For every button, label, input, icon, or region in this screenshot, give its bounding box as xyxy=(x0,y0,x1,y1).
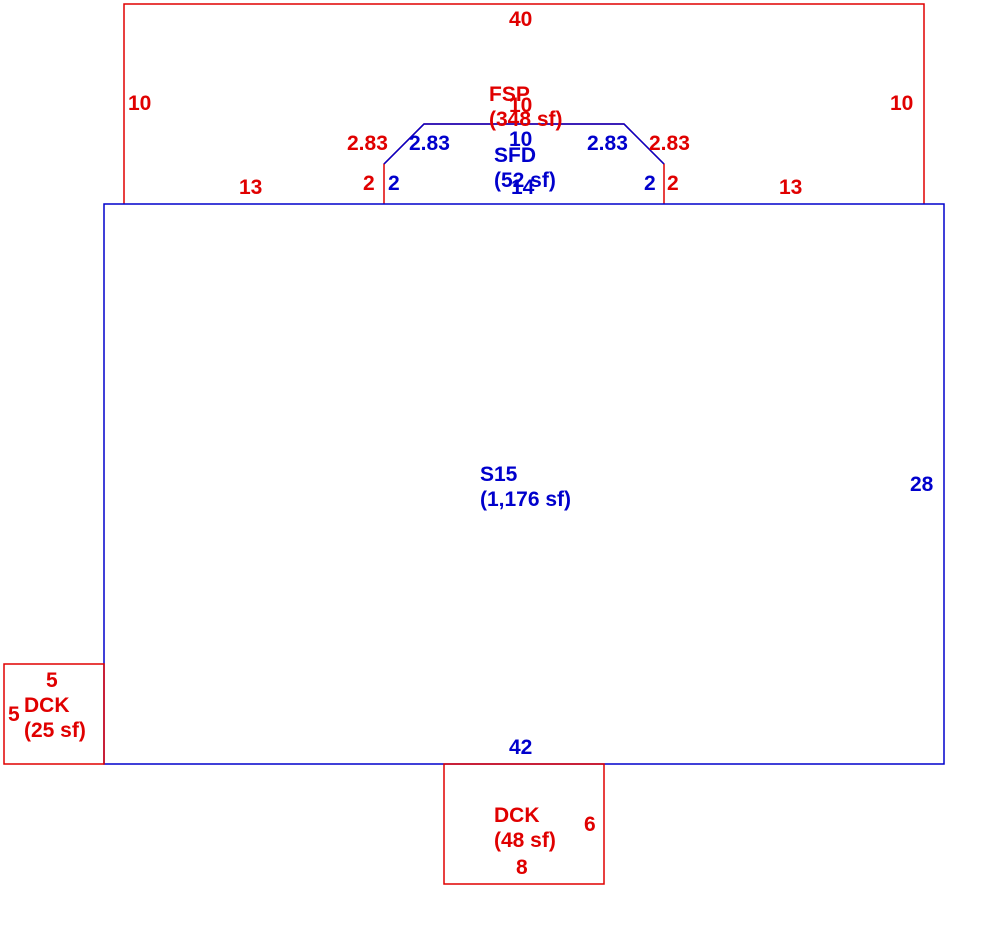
main-code-label: S15 xyxy=(480,463,518,486)
sfd-code-label: SFD xyxy=(494,144,536,167)
fsp-bottom-left-dim: 13 xyxy=(239,176,262,199)
sfd-area-label: (52 sf) xyxy=(494,169,556,192)
sfd-diag-left-dim: 2.83 xyxy=(409,132,450,155)
fsp-top-dim: 40 xyxy=(509,8,532,31)
sfd-diag-right-dim: 2.83 xyxy=(587,132,628,155)
sfd-side-left-dim: 2 xyxy=(388,172,400,195)
sfd-bottom-dim: 14 xyxy=(511,176,535,199)
deck-bottom-outline xyxy=(443,763,605,885)
deck-left-outline xyxy=(3,663,105,765)
fsp-right-dim: 10 xyxy=(890,92,913,115)
fsp-bay-top-dim: 10 xyxy=(509,94,532,117)
deck-bottom-area-label: (48 sf) xyxy=(494,829,556,852)
deck-left-top-dim: 5 xyxy=(46,669,58,692)
deck-left-code-label: DCK xyxy=(24,694,70,717)
fsp-left-dim: 10 xyxy=(128,92,151,115)
deck-bottom-right-dim: 6 xyxy=(584,813,596,836)
fsp-side-right-dim: 2 xyxy=(667,172,679,195)
fsp-code-label: FSP xyxy=(489,83,530,106)
fsp-area-label: (348 sf) xyxy=(489,108,563,131)
deck-bottom-code-label: DCK xyxy=(494,804,540,827)
sfd-outline xyxy=(383,123,665,165)
fsp-bottom-right-dim: 13 xyxy=(779,176,802,199)
fsp-side-left-dim: 2 xyxy=(363,172,375,195)
sfd-side-right-dim: 2 xyxy=(644,172,656,195)
main-bottom-dim: 42 xyxy=(509,736,532,759)
deck-left-area-label: (25 sf) xyxy=(24,719,86,742)
fsp-diag-left-dim: 2.83 xyxy=(347,132,388,155)
deck-left-side-dim: 5 xyxy=(8,703,20,726)
main-right-dim: 28 xyxy=(910,473,934,496)
fsp-outline xyxy=(123,3,925,204)
fsp-diag-right-dim: 2.83 xyxy=(649,132,690,155)
sfd-top-dim: 10 xyxy=(509,128,532,151)
main-area-label: (1,176 sf) xyxy=(480,488,571,511)
deck-bottom-bottom-dim: 8 xyxy=(516,856,528,879)
main-area-outline xyxy=(103,203,945,765)
